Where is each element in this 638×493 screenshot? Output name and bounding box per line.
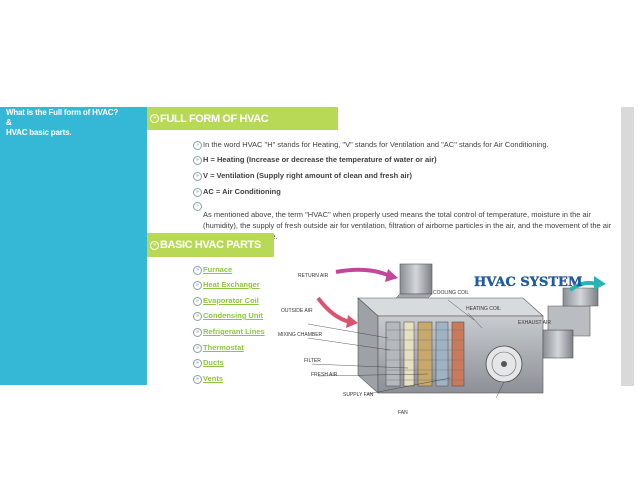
part-label[interactable]: Thermostat: [203, 343, 244, 352]
part-link-condensing-unit[interactable]: »Condensing Unit: [193, 311, 263, 321]
bullet-icon: »: [193, 171, 202, 181]
full-form-title: FULL FORM OF HVAC: [160, 112, 269, 125]
bullet-icon: »: [150, 114, 159, 123]
part-label[interactable]: Evaporator Coil: [203, 296, 259, 305]
ventilation-line: »V = Ventilation (Supply right amount of…: [193, 171, 412, 181]
diagram-label: SUPPLY FAN: [343, 392, 374, 398]
ventilation-text: V = Ventilation (Supply right amount of …: [203, 171, 412, 180]
diagram-label: MIXING CHAMBER: [278, 332, 323, 338]
hvac-system-diagram: HVAC SYSTEM RETURN AIR OUTSIDE AIR MIXIN…: [278, 263, 606, 416]
intro-line: »In the word HVAC "H" stands for Heating…: [193, 140, 549, 150]
bullet-icon: »: [193, 327, 202, 337]
diagram-label: FRESH AIR: [311, 372, 338, 378]
intro-text: In the word HVAC "H" stands for Heating,…: [203, 140, 549, 149]
heating-line: »H = Heating (Increase or decrease the t…: [193, 155, 437, 165]
return-duct-shape: [399, 263, 433, 295]
bullet-icon: »: [193, 296, 202, 306]
part-link-refrigerant-lines[interactable]: »Refrigerant Lines: [193, 327, 265, 337]
bullet-icon: »: [193, 358, 202, 368]
heating-text: H = Heating (Increase or decrease the te…: [203, 155, 437, 164]
diagram-label: EXHAUST AIR: [518, 320, 551, 326]
sidebar-panel: [0, 107, 147, 385]
bullet-icon: »: [193, 280, 202, 290]
bullet-icon: »: [193, 374, 202, 384]
diagram-label: FILTER: [304, 358, 321, 364]
scrollbar[interactable]: [621, 107, 634, 386]
part-label[interactable]: Furnace: [203, 265, 233, 274]
bullet-icon: »: [193, 201, 202, 211]
diagram-label: HEATING COIL: [466, 306, 501, 312]
bullet-icon: »: [193, 265, 202, 275]
bullet-icon: »: [193, 343, 202, 353]
part-link-heat-exchanger[interactable]: »Heat Exchanger: [193, 280, 260, 290]
full-form-header: » FULL FORM OF HVAC: [147, 107, 338, 130]
part-link-furnace[interactable]: »Furnace: [193, 265, 232, 275]
bullet-icon: »: [193, 155, 202, 165]
part-label[interactable]: Heat Exchanger: [203, 280, 260, 289]
part-link-evaporator-coil[interactable]: »Evaporator Coil: [193, 296, 259, 306]
basic-parts-header: » BASIC HVAC PARTS: [147, 233, 274, 257]
hvac-system-title: HVAC SYSTEM: [474, 275, 582, 290]
ac-line: »AC = Air Conditioning: [193, 187, 281, 197]
outside-air-arrow: [316, 296, 351, 324]
sidebar-title: What is the Full form of HVAC? & HVAC ba…: [6, 108, 118, 138]
return-air-arrow: [335, 267, 391, 278]
part-label[interactable]: Ducts: [203, 358, 224, 367]
part-label[interactable]: Condensing Unit: [203, 311, 263, 320]
unit-top-shape: [357, 297, 544, 317]
diagram-label: FAN: [398, 410, 408, 416]
bullet-icon: »: [193, 140, 202, 150]
sidebar-title-line-1: What is the Full form of HVAC?: [6, 108, 119, 117]
sidebar-title-line-3: HVAC basic parts.: [6, 128, 72, 137]
bullet-icon: »: [193, 311, 202, 321]
ac-text: AC = Air Conditioning: [203, 187, 281, 196]
part-label[interactable]: Refrigerant Lines: [203, 327, 265, 336]
diagram-label: COOLING COIL: [433, 290, 469, 296]
supply-duct-shape: [542, 329, 574, 359]
supply-air-arrow: [568, 280, 597, 292]
basic-parts-title: BASIC HVAC PARTS: [160, 239, 261, 251]
diagram-label: RETURN AIR: [298, 273, 329, 279]
part-link-ducts[interactable]: »Ducts: [193, 358, 224, 368]
part-link-thermostat[interactable]: »Thermostat: [193, 343, 244, 353]
bullet-icon: »: [193, 187, 202, 197]
diagram-label: OUTSIDE AIR: [281, 308, 313, 314]
sidebar-title-line-2: &: [6, 118, 12, 127]
part-link-vents[interactable]: »Vents: [193, 374, 223, 384]
part-label[interactable]: Vents: [203, 374, 224, 383]
bullet-icon: »: [150, 240, 159, 250]
